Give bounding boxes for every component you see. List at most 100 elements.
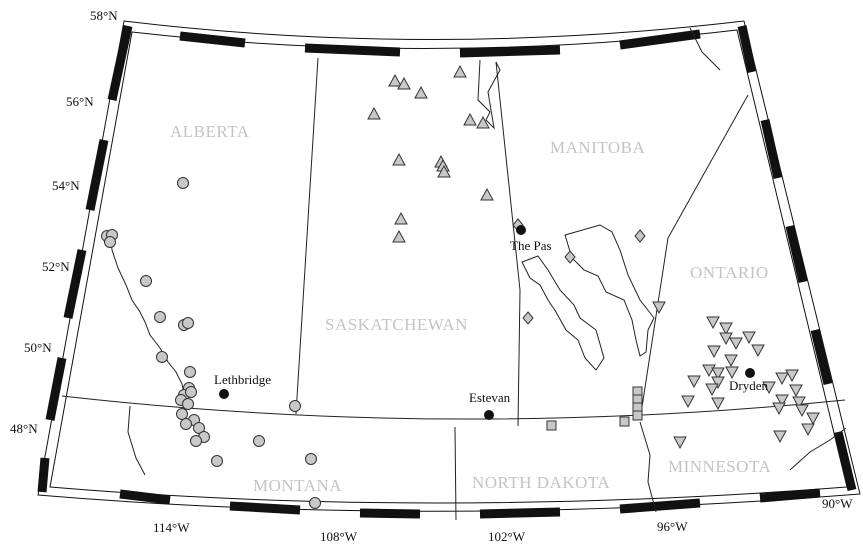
- alberta-bc-border: [109, 229, 187, 413]
- square-stations: [546, 386, 643, 431]
- lake-superior-shore: [789, 427, 847, 471]
- triangle-stations: [367, 64, 494, 243]
- station-circle: [253, 435, 265, 447]
- station-diamond: [564, 250, 576, 264]
- longitude-labels: 114°W 108°W 102°W 96°W 90°W: [153, 496, 853, 544]
- station-triangle-up: [367, 106, 381, 120]
- station-triangle-down: [795, 404, 809, 418]
- region-manitoba: MANITOBA: [550, 138, 646, 157]
- montana-west-border: [127, 405, 146, 476]
- station-circle: [140, 275, 152, 287]
- city-marker-the-pas: [516, 225, 526, 235]
- region-montana: MONTANA: [253, 476, 342, 495]
- city-label-lethbridge: Lethbridge: [214, 372, 271, 387]
- lat-label-52: 52°N: [42, 259, 70, 274]
- lat-label-58: 58°N: [90, 8, 118, 23]
- station-circle: [289, 400, 301, 412]
- station-triangle-up: [392, 229, 406, 243]
- station-triangle-up: [476, 115, 490, 129]
- station-triangle-down: [711, 367, 725, 381]
- station-circle: [156, 351, 168, 363]
- station-circle: [184, 366, 196, 378]
- station-triangle-down: [762, 381, 776, 395]
- lat-label-50: 50°N: [24, 340, 52, 355]
- region-north-dakota: NORTH DAKOTA: [472, 473, 610, 492]
- station-circle: [190, 435, 202, 447]
- lakes: [521, 224, 655, 371]
- station-triangle-down: [806, 412, 820, 426]
- lat-label-48: 48°N: [10, 421, 38, 436]
- region-saskatchewan: SASKATCHEWAN: [325, 315, 468, 334]
- lon-label-108: 108°W: [320, 529, 358, 544]
- station-triangle-down: [775, 394, 789, 408]
- station-triangle-down: [687, 375, 701, 389]
- manitoba-ontario-border: [639, 94, 749, 421]
- city-marker-lethbridge: [219, 389, 229, 399]
- lake-manitoba: [521, 255, 605, 371]
- nd-minnesota-border: [639, 421, 657, 513]
- station-circle: [182, 317, 194, 329]
- hudson-bay-coast: [689, 27, 721, 71]
- station-diamond: [634, 229, 646, 243]
- station-triangle-down: [729, 337, 743, 351]
- political-borders: [61, 27, 847, 521]
- station-triangle-up: [388, 73, 402, 87]
- us-canada-border: [61, 395, 846, 420]
- station-triangle-down: [705, 383, 719, 397]
- station-triangle-down: [801, 423, 815, 437]
- station-triangle-down: [652, 301, 666, 315]
- montana-nd-border: [454, 426, 457, 521]
- city-label-estevan: Estevan: [469, 390, 511, 405]
- station-triangle-down: [772, 402, 786, 416]
- station-triangle-up: [414, 85, 428, 99]
- lon-label-114: 114°W: [153, 520, 190, 535]
- region-minnesota: MINNESOTA: [668, 457, 771, 476]
- station-triangle-down: [711, 397, 725, 411]
- region-labels: ALBERTA SASKATCHEWAN MANITOBA ONTARIO MO…: [170, 122, 771, 495]
- station-triangle-down: [719, 332, 733, 346]
- station-triangle-down: [707, 345, 721, 359]
- station-circle: [177, 177, 189, 189]
- station-triangle-down: [785, 369, 799, 383]
- station-circle: [154, 311, 166, 323]
- city-marker-estevan: [484, 410, 494, 420]
- station-circle: [305, 453, 317, 465]
- station-square: [619, 416, 630, 427]
- station-triangle-down: [673, 436, 687, 450]
- station-triangle-down: [711, 376, 725, 390]
- circle-stations: [101, 177, 321, 509]
- down-triangle-stations: [652, 301, 820, 450]
- station-triangle-down: [681, 395, 695, 409]
- station-circle: [176, 408, 188, 420]
- station-circle: [193, 422, 205, 434]
- station-triangle-down: [751, 344, 765, 358]
- station-circle: [180, 418, 192, 430]
- station-triangle-up: [480, 187, 494, 201]
- station-triangle-up: [392, 152, 406, 166]
- station-triangle-up: [453, 64, 467, 78]
- station-circle: [211, 455, 223, 467]
- cities: Lethbridge Estevan The Pas Dryden: [214, 225, 768, 420]
- lat-label-54: 54°N: [52, 178, 80, 193]
- region-alberta: ALBERTA: [170, 122, 250, 141]
- station-square: [546, 420, 557, 431]
- station-triangle-down: [792, 396, 806, 410]
- lat-label-56: 56°N: [66, 94, 94, 109]
- station-triangle-up: [394, 211, 408, 225]
- map-frame: [37, 20, 861, 519]
- station-circle: [182, 398, 194, 410]
- station-circle: [185, 386, 197, 398]
- region-ontario: ONTARIO: [690, 263, 769, 282]
- city-marker-dryden: [745, 368, 755, 378]
- station-triangle-down: [775, 372, 789, 386]
- alberta-sask-border: [295, 57, 319, 415]
- station-triangle-up: [397, 76, 411, 90]
- station-triangle-down: [742, 331, 756, 345]
- lake-winnipeg: [564, 224, 655, 357]
- lon-label-90: 90°W: [822, 496, 853, 511]
- station-triangle-down: [773, 430, 787, 444]
- lon-label-96: 96°W: [657, 519, 688, 534]
- station-triangle-down: [719, 322, 733, 336]
- station-circle: [309, 497, 321, 509]
